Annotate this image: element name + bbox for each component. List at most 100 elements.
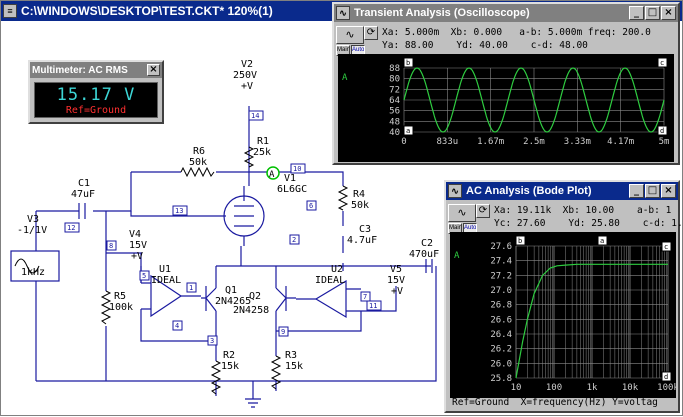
bode-plot[interactable]: 25.826.026.226.426.626.827.027.227.427.6… [450,232,676,398]
q1-name: Q1 [225,285,237,296]
v2-name: V2 [241,59,253,70]
probe-label: A [269,170,275,180]
bode-footer: Ref=Ground X=frequency(Hz) Y=voltag [452,397,658,408]
maximize-icon[interactable]: □ [645,6,660,20]
y-tick-label: 64 [389,96,400,106]
cursor-label: c [660,59,664,67]
v5-name: V5 [390,264,402,275]
r1-name: R1 [257,136,269,147]
maximize-icon[interactable]: □ [645,184,660,198]
transient-trace-label: A [342,73,348,83]
r1-value: 25k [253,147,271,158]
close-icon[interactable]: × [661,184,676,198]
x-tick-label: 833u [436,137,458,147]
cursor-marker [657,57,668,68]
v3-value: -1/1V [17,225,47,236]
y-tick-label: 25.8 [490,374,512,384]
cursor-label: d [660,127,664,135]
v5-plus: +V [391,286,403,297]
u2-opamp [314,279,347,319]
y-tick-label: 72 [389,85,400,95]
schematic-canvas[interactable]: A V2 250V +V R1 25k R6 50k V1 6L6GC R4 5… [1,21,683,417]
node-4: 4 [175,322,179,330]
u1-opamp [150,274,183,318]
multimeter-reference: Ref=Ground [65,105,127,116]
transient-title: Transient Analysis (Oscilloscope) [354,7,530,19]
x-tick-label: 100 [546,383,562,393]
c1-name: C1 [78,178,90,189]
refresh-icon[interactable]: ⟳ [476,204,490,218]
r6-name: R6 [193,146,205,157]
r5-name: R5 [114,291,126,302]
r4-value: 50k [351,200,369,211]
close-icon[interactable]: × [661,6,676,20]
x-tick-label: 2.5m [523,137,545,147]
bode-trace-a [515,263,668,379]
x-tick-label: 10 [511,383,522,393]
node-14: 14 [251,112,259,120]
app-icon: ≡ [3,4,17,18]
y-tick-label: 56 [389,107,400,117]
r2-value: 15k [221,361,239,372]
node-11: 11 [369,302,377,310]
minimize-icon[interactable]: _ [629,184,644,198]
bode-icon: ∿ [448,184,462,198]
v2-value: 250V [233,70,257,81]
trace-tool-icon[interactable]: ∿ [336,26,364,44]
c3-name: C3 [359,224,371,235]
node-6: 6 [309,202,313,210]
y-tick-label: 80 [389,75,400,85]
c3-value: 4.7uF [347,235,377,246]
x-tick-label: 1k [587,383,598,393]
node-10: 10 [293,165,301,173]
multimeter-title: Multimeter: AC RMS [32,64,128,76]
node-8: 8 [109,242,113,250]
minimize-icon[interactable]: _ [629,6,644,20]
bode-plot-bg [450,232,676,398]
cursor-marker [597,235,608,246]
v1-value: 6L6GC [277,184,307,195]
y-tick-label: 26.0 [490,359,512,369]
c1-value: 47uF [71,189,95,200]
x-tick-label: 0 [401,137,406,147]
x-tick-label: 5m [659,137,670,147]
node-5: 5 [142,272,146,280]
y-tick-label: 27.2 [490,271,512,281]
r3-name: R3 [285,350,297,361]
q2-value: 2N4258 [233,305,269,316]
transient-trace-a [403,67,665,133]
r5-value: 100k [109,302,133,313]
cursor-label: d [664,373,668,381]
transient-window[interactable]: ∿ Transient Analysis (Oscilloscope) _ □ … [332,2,680,165]
r2-name: R2 [223,350,235,361]
x-tick-label: 1.67m [477,137,504,147]
node-7: 7 [363,293,367,301]
y-tick-label: 27.6 [490,242,512,252]
multimeter-display: 15.17 V Ref=Ground [34,82,158,118]
bode-readout-line2: Yc: 27.60 Yd: 25.80 c-d: 1. [494,218,683,229]
cursor-marker [515,235,526,246]
trace-tool-icon[interactable]: ∿ [448,204,476,222]
cursor-label: a [406,127,410,135]
cursor-label: b [406,59,410,67]
u1-value: IDEAL [151,275,181,286]
transient-titlebar[interactable]: ∿ Transient Analysis (Oscilloscope) _ □ … [334,4,678,22]
multimeter-value: 15.17 V [56,85,136,105]
transient-readout-line2: Ya: 88.00 Yd: 40.00 c-d: 48.00 [382,40,588,51]
x-tick-label: 100k [657,383,676,393]
y-tick-label: 27.0 [490,286,512,296]
bode-titlebar[interactable]: ∿ AC Analysis (Bode Plot) _ □ × [446,182,678,200]
close-icon[interactable]: × [147,64,160,76]
bode-trace-label: A [454,251,460,261]
multimeter-titlebar[interactable]: Multimeter: AC RMS × [30,62,162,78]
multimeter-window[interactable]: Multimeter: AC RMS × 15.17 V Ref=Ground [28,60,164,124]
x-tick-label: 3.33m [564,137,591,147]
refresh-icon[interactable]: ⟳ [364,26,378,40]
scope-icon: ∿ [336,6,350,20]
y-tick-label: 26.4 [490,330,512,340]
transient-readout-line1: Xa: 5.000m Xb: 0.000 a-b: 5.000m freq: 2… [382,27,651,38]
q1-value: 2N4265 [215,296,251,307]
